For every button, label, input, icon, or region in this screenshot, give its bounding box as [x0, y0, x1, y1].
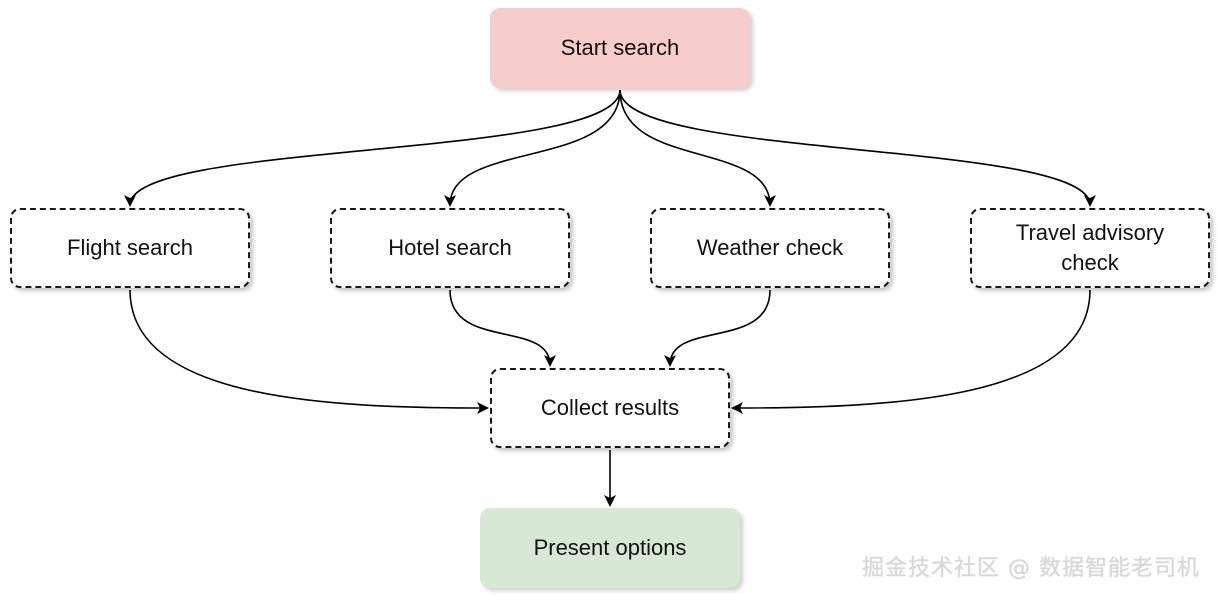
edge-start-to-weather — [619, 89, 776, 207]
node-travel-advisory-check-label: Travel advisory check — [1015, 220, 1165, 275]
node-flight-search: Flight search — [10, 208, 250, 288]
edge-flight-to-collect — [129, 289, 489, 414]
edge-hotel-to-collect — [449, 289, 556, 367]
node-travel-advisory-check: Travel advisory check — [970, 208, 1210, 288]
node-flight-search-label: Flight search — [67, 235, 193, 260]
node-weather-check: Weather check — [650, 208, 890, 288]
edge-travel-to-collect — [731, 289, 1091, 414]
edge-start-to-hotel — [444, 89, 621, 207]
edge-start-to-travel — [619, 89, 1096, 207]
edge-start-to-flight — [124, 89, 621, 207]
node-collect-results-label: Collect results — [540, 395, 680, 420]
node-hotel-search-label: Hotel search — [388, 235, 512, 260]
node-hotel-search: Hotel search — [330, 208, 570, 288]
node-present-options-label: Present options — [533, 535, 687, 560]
node-start-search: Start search — [490, 8, 750, 88]
edge-weather-to-collect — [664, 289, 771, 367]
node-weather-check-label: Weather check — [696, 235, 844, 260]
node-present-options: Present options — [480, 508, 740, 588]
watermark: 掘金技术社区 @ 数据智能老司机 — [862, 556, 1200, 581]
node-collect-results: Collect results — [490, 368, 730, 448]
node-start-search-label: Start search — [560, 35, 680, 60]
